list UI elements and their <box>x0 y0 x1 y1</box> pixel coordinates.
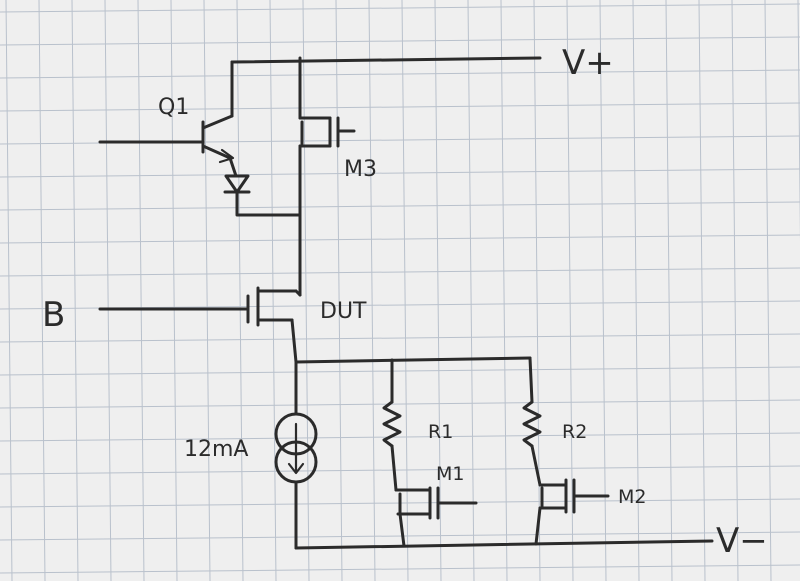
grid-line-vertical <box>203 0 211 581</box>
m2-transistor <box>534 478 610 546</box>
r1-resistor <box>382 358 402 492</box>
grid-line-vertical <box>797 0 800 243</box>
grid-line-horizontal <box>0 399 800 409</box>
dut-label: DUT <box>320 299 367 324</box>
grid-line-vertical <box>665 0 673 581</box>
grid-line-vertical <box>236 0 244 581</box>
grid-line-vertical <box>137 0 145 581</box>
m3-transistor <box>298 56 356 297</box>
grid-line-horizontal <box>0 531 800 541</box>
grid-line-vertical <box>368 0 376 581</box>
grid-line-horizontal <box>0 234 800 244</box>
grid-line-vertical <box>302 0 310 581</box>
vminus-rail <box>294 539 714 550</box>
grid-line-vertical <box>599 0 607 581</box>
grid-line-vertical <box>632 0 640 581</box>
grid-line-vertical <box>434 0 442 581</box>
grid-line-vertical <box>764 0 772 581</box>
r2-resistor <box>522 356 542 487</box>
current-source-12ma <box>274 360 318 550</box>
current-source-label: 12mA <box>184 437 248 462</box>
grid-line-horizontal <box>0 168 800 178</box>
grid-line-horizontal <box>0 432 800 442</box>
grid-line-vertical <box>104 0 112 581</box>
m2-label: M2 <box>618 486 646 508</box>
vplus-label: V+ <box>562 43 614 83</box>
grid-line-horizontal <box>0 333 800 343</box>
diode-symbol <box>223 174 302 217</box>
grid-line-vertical <box>38 0 46 581</box>
grid-line-vertical <box>566 0 574 581</box>
grid-line-vertical <box>170 0 178 581</box>
b-label: B <box>42 295 65 335</box>
grid-line-vertical <box>533 0 541 581</box>
grid-line-horizontal <box>0 465 800 475</box>
m3-label: M3 <box>344 157 377 182</box>
grid-line-vertical <box>5 0 13 581</box>
grid-line-horizontal <box>0 267 800 277</box>
grid-line-horizontal <box>0 201 800 211</box>
grid-line-vertical <box>401 0 409 581</box>
grid-line-vertical <box>731 0 739 581</box>
grid-line-horizontal <box>0 36 800 46</box>
grid-line-horizontal <box>0 69 800 79</box>
dut-transistor <box>98 286 302 364</box>
grid-line-vertical <box>698 0 706 581</box>
grid-line-vertical <box>71 0 79 581</box>
grid-line-horizontal <box>0 564 800 574</box>
vminus-label: V− <box>716 521 768 561</box>
grid-line-vertical <box>467 0 475 581</box>
q1-label: Q1 <box>158 95 189 120</box>
m1-label: M1 <box>436 463 464 485</box>
grid-line-horizontal <box>0 3 800 13</box>
r1-label: R1 <box>428 421 453 443</box>
m1-transistor <box>394 486 478 548</box>
grid-line-horizontal <box>0 102 800 112</box>
grid-line-vertical <box>335 0 343 581</box>
grid-line-horizontal <box>0 366 800 376</box>
vplus-rail <box>230 56 542 64</box>
q1-transistor <box>98 60 238 178</box>
sense-bus <box>294 356 532 364</box>
grid-line-vertical <box>500 0 508 581</box>
r2-label: R2 <box>562 421 587 443</box>
